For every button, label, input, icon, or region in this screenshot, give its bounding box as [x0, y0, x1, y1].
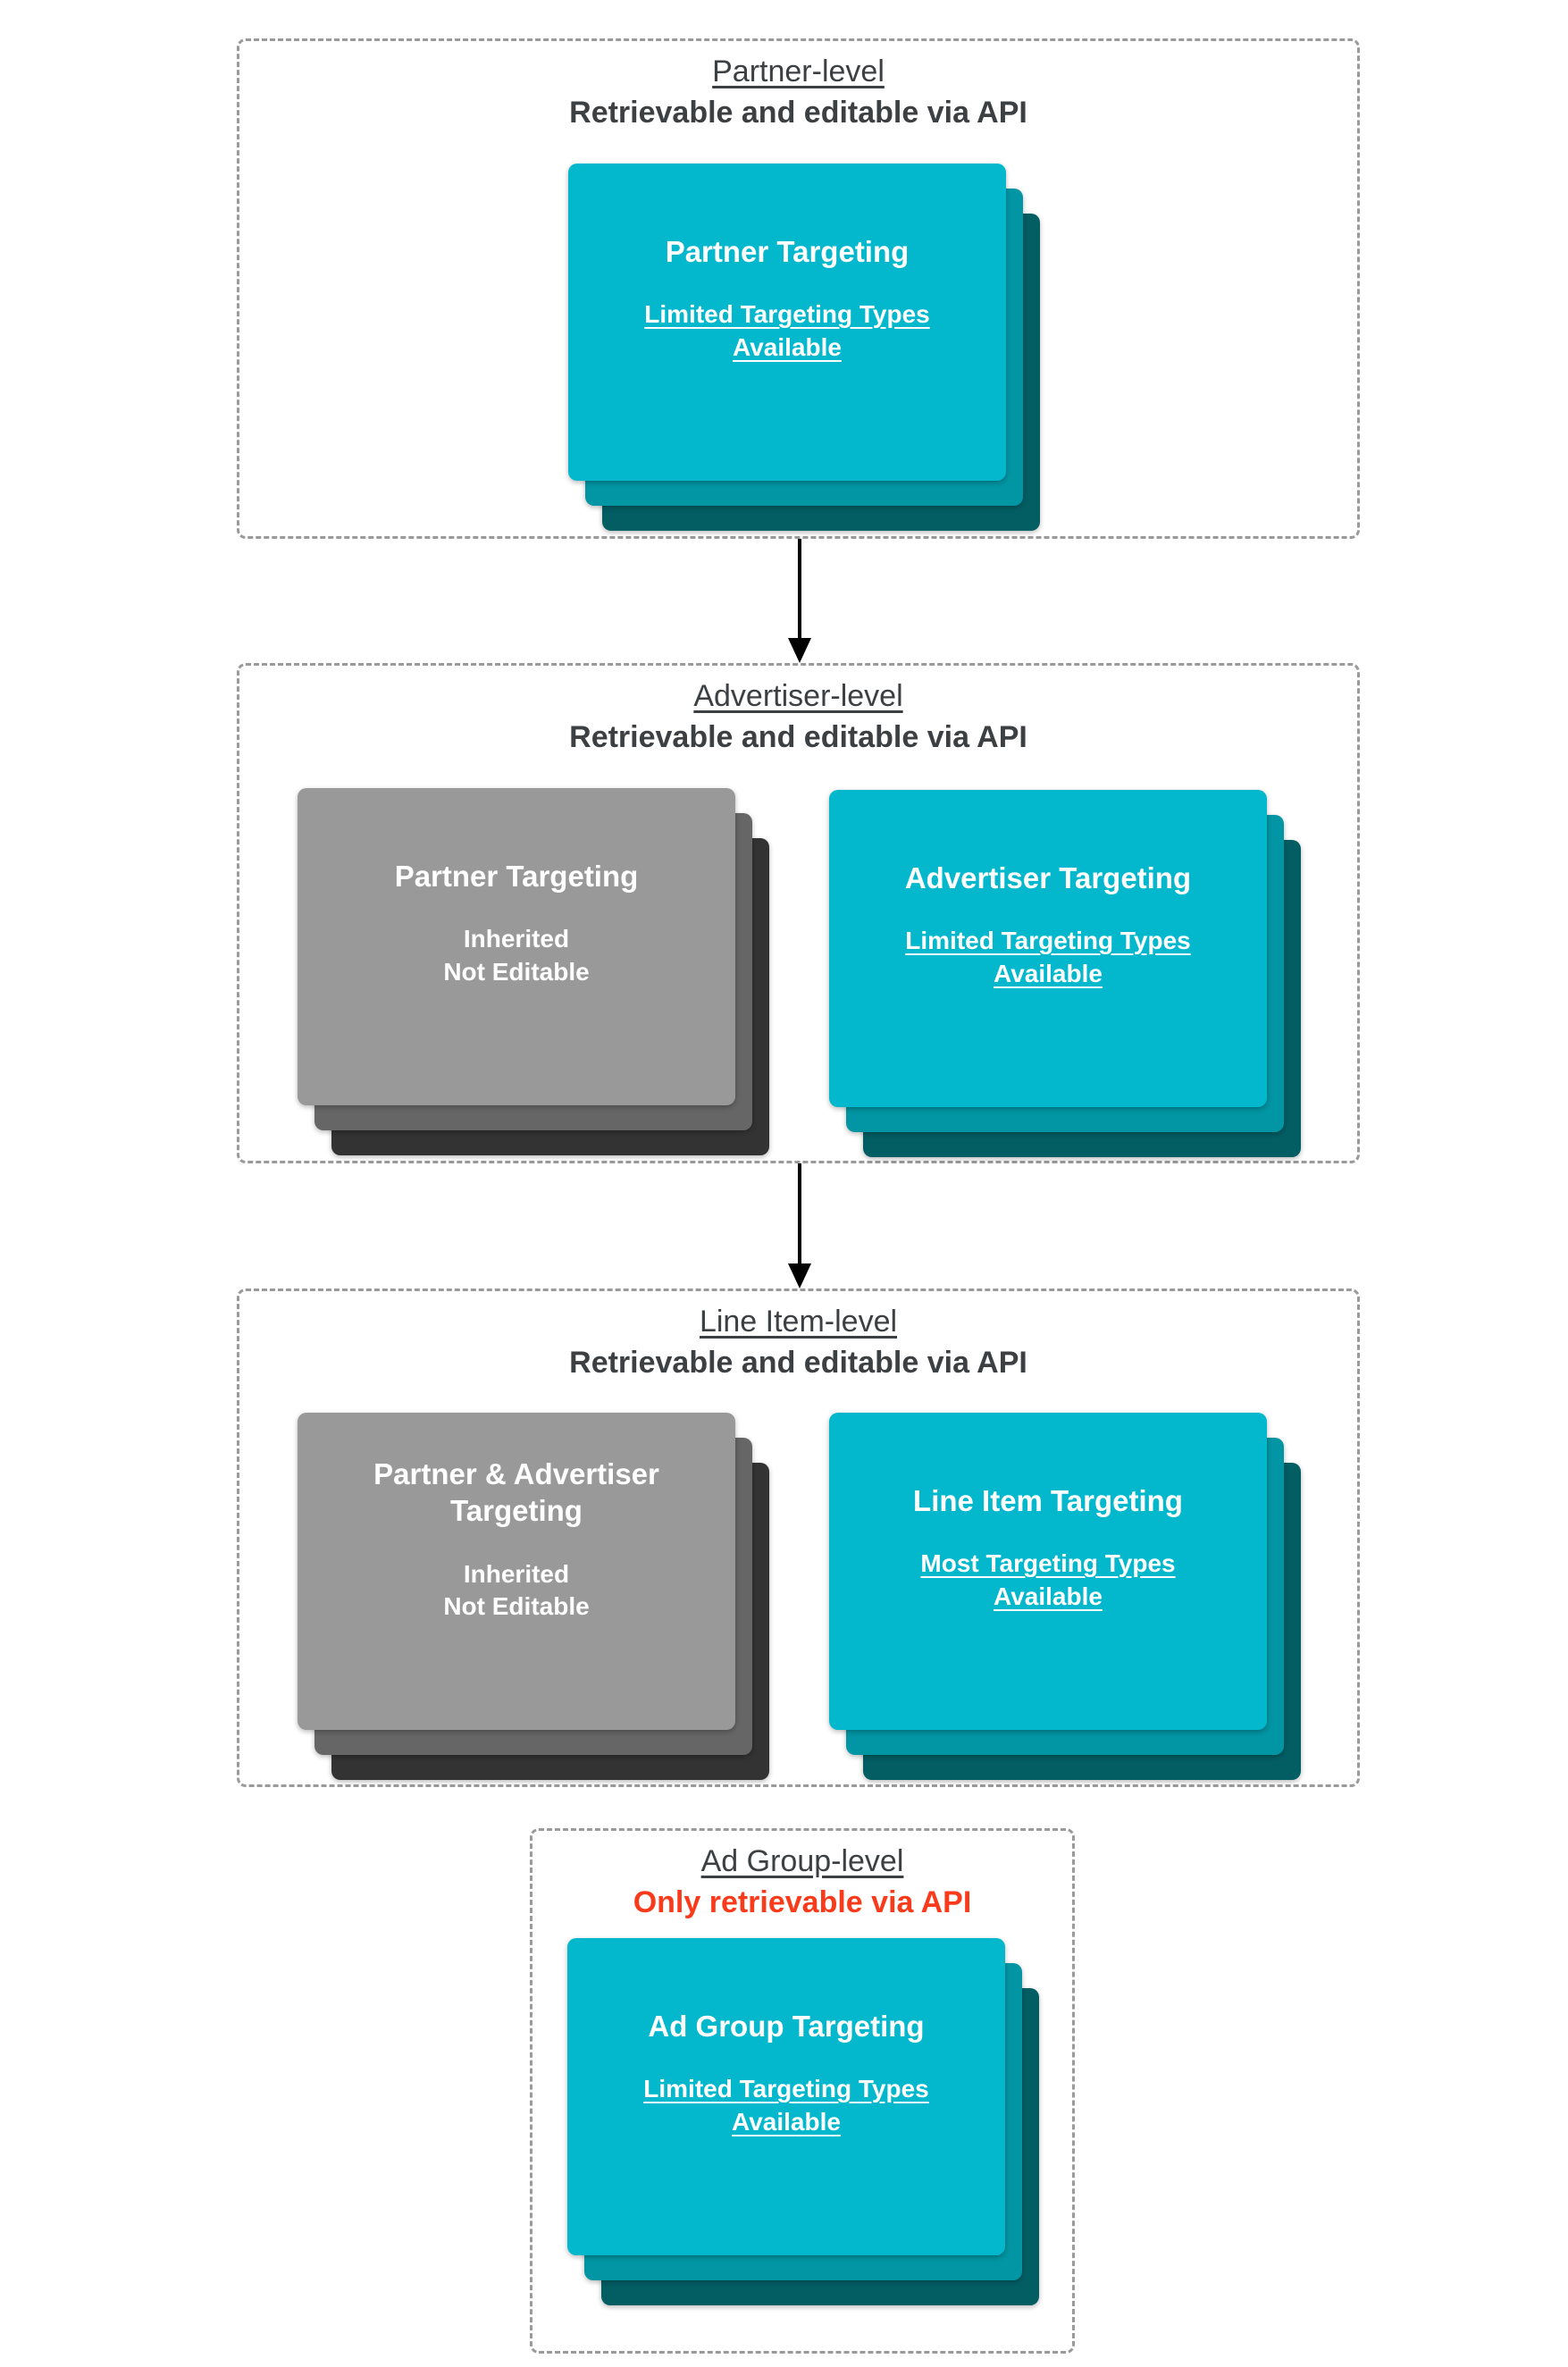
- card-stack-line-item-targeting: Line Item Targeting Most Targeting Types…: [829, 1413, 1301, 1780]
- card-stack-inherited-partner-advertiser-targeting: Partner & Advertiser Targeting Inherited…: [298, 1413, 769, 1780]
- section-subtitle: Retrievable and editable via API: [569, 1346, 1027, 1381]
- card-title: Ad Group Targeting: [648, 2010, 925, 2043]
- card-title: Partner Targeting: [665, 235, 910, 268]
- card-body: Limited Targeting Types Available: [643, 2075, 929, 2136]
- card-body: Inherited Not Editable: [443, 1558, 589, 1624]
- card-title: Line Item Targeting: [913, 1484, 1183, 1517]
- section-subtitle: Only retrievable via API: [633, 1885, 972, 1920]
- section-title: Line Item-level: [699, 1305, 898, 1339]
- arrow-head-icon: [788, 638, 811, 663]
- section-title: Advertiser-level: [693, 679, 903, 713]
- card-body: Limited Targeting Types Available: [644, 300, 930, 362]
- card-body-line: Not Editable: [443, 958, 590, 986]
- section-title: Ad Group-level: [700, 1844, 904, 1878]
- card-stack-inherited-partner-targeting: Partner Targeting Inherited Not Editable: [298, 788, 769, 1155]
- card-partner-targeting-inherited: Partner Targeting Inherited Not Editable: [298, 788, 735, 1105]
- arrow-head-icon: [788, 1263, 811, 1288]
- flow-arrow-advertiser-to-line-item: [788, 1163, 811, 1288]
- arrow-line: [798, 539, 801, 640]
- card-body-line: Not Editable: [443, 1592, 590, 1621]
- card-partner-advertiser-targeting-inherited: Partner & Advertiser Targeting Inherited…: [298, 1413, 735, 1730]
- card-title: Advertiser Targeting: [904, 861, 1192, 894]
- card-body-line: Inherited: [463, 1559, 570, 1588]
- card-body: Inherited Not Editable: [443, 923, 589, 989]
- section-partner-level: Partner-level Retrievable and editable v…: [237, 38, 1360, 539]
- section-advertiser-level: Advertiser-level Retrievable and editabl…: [237, 663, 1360, 1163]
- card-advertiser-targeting: Advertiser Targeting Limited Targeting T…: [829, 790, 1267, 1107]
- flow-arrow-partner-to-advertiser: [788, 539, 811, 663]
- card-title: Partner Targeting: [394, 860, 639, 893]
- arrow-line: [798, 1163, 801, 1265]
- card-body: Most Targeting Types Available: [920, 1549, 1176, 1611]
- card-ad-group-targeting: Ad Group Targeting Limited Targeting Typ…: [567, 1938, 1005, 2255]
- section-subtitle: Retrievable and editable via API: [569, 720, 1027, 755]
- card-body-line: Inherited: [463, 925, 570, 953]
- section-line-item-level: Line Item-level Retrievable and editable…: [237, 1288, 1360, 1787]
- card-partner-targeting: Partner Targeting Limited Targeting Type…: [568, 164, 1006, 481]
- card-title: Partner & Advertiser Targeting: [373, 1457, 659, 1528]
- card-stack-advertiser-targeting: Advertiser Targeting Limited Targeting T…: [829, 790, 1301, 1157]
- card-body: Limited Targeting Types Available: [905, 927, 1191, 988]
- card-stack-partner-targeting: Partner Targeting Limited Targeting Type…: [568, 164, 1040, 531]
- section-subtitle: Retrievable and editable via API: [569, 96, 1027, 130]
- card-stack-ad-group-targeting: Ad Group Targeting Limited Targeting Typ…: [567, 1938, 1039, 2305]
- section-ad-group-level: Ad Group-level Only retrievable via API …: [530, 1828, 1075, 2354]
- card-line-item-targeting: Line Item Targeting Most Targeting Types…: [829, 1413, 1267, 1730]
- section-title: Partner-level: [712, 55, 885, 88]
